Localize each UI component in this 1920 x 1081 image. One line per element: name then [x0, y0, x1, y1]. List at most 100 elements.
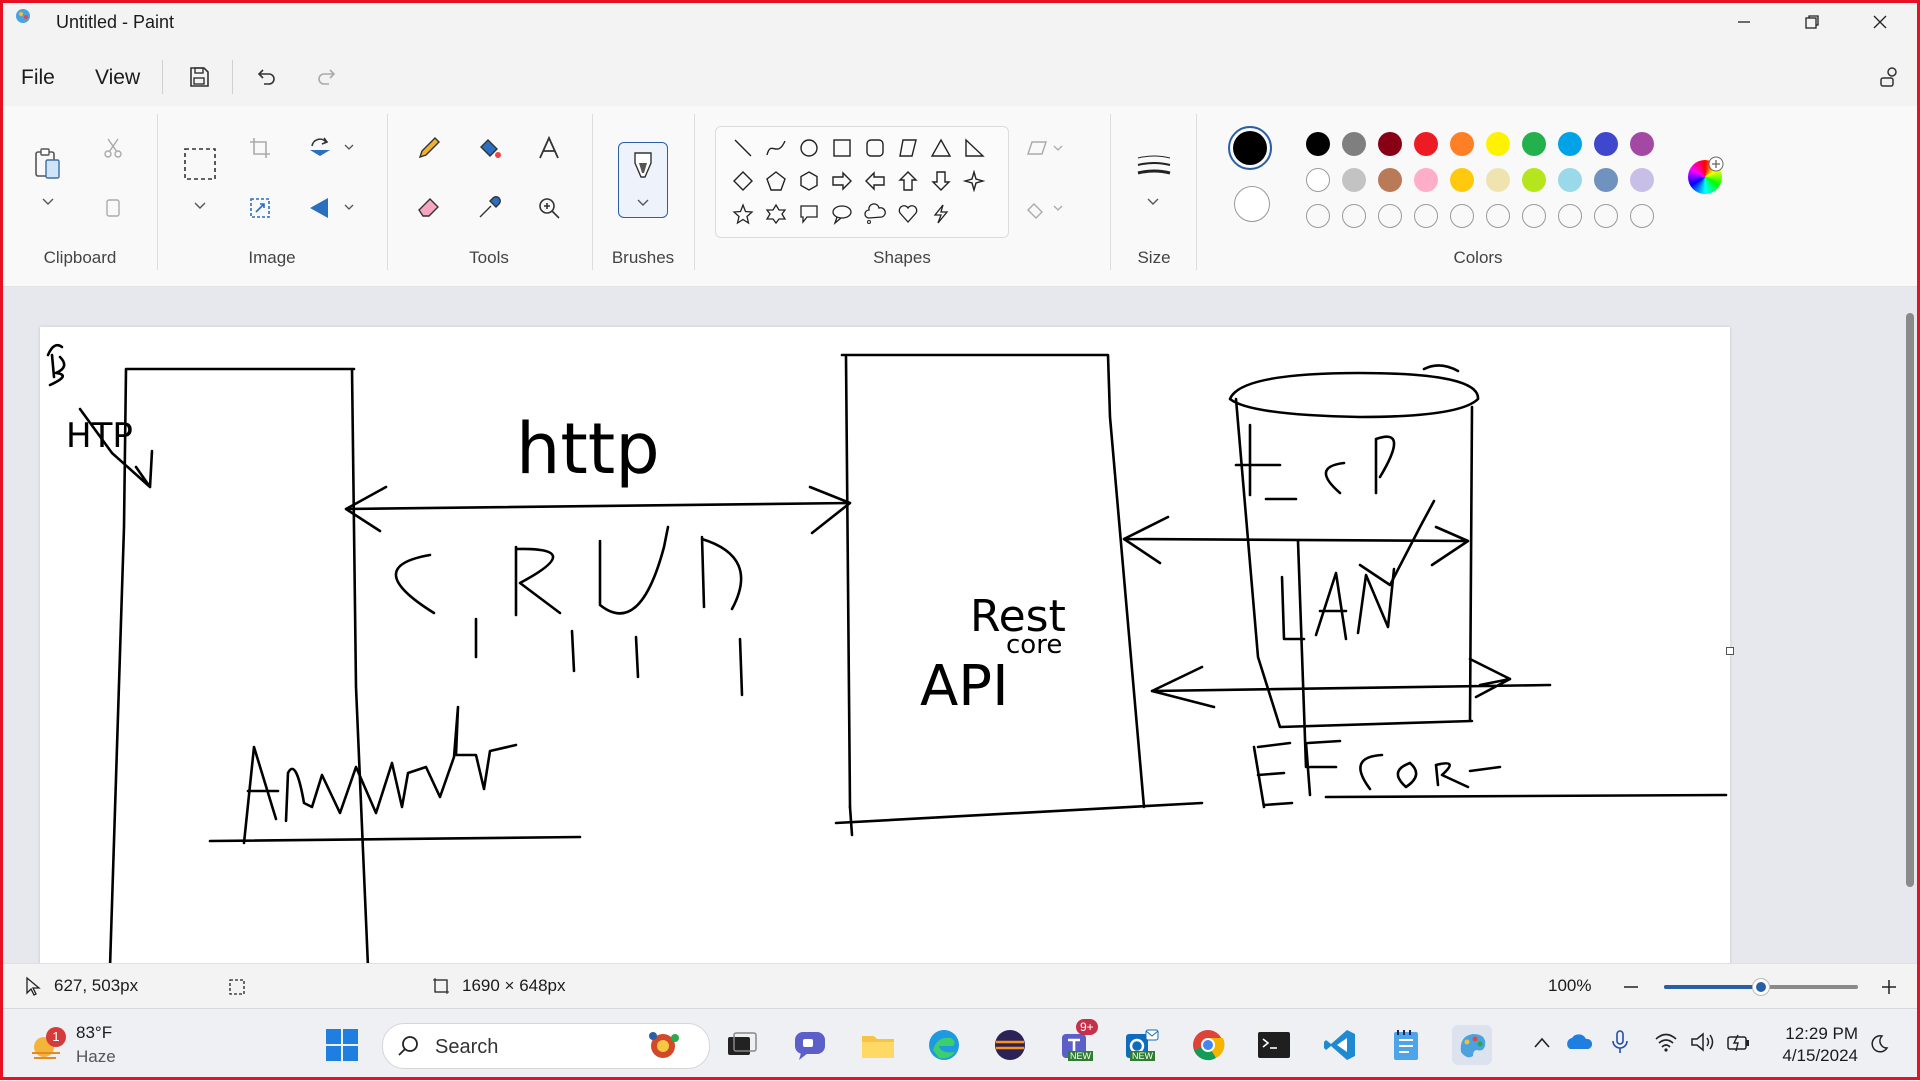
select-button[interactable] — [180, 144, 220, 184]
teams-button[interactable]: 9+ NEW — [1056, 1019, 1098, 1065]
palette-swatch[interactable] — [1378, 132, 1402, 156]
vertical-scrollbar[interactable] — [1906, 313, 1914, 887]
cut-button[interactable] — [93, 128, 133, 168]
do-not-disturb-icon[interactable] — [1868, 1033, 1890, 1055]
notepad-button[interactable] — [1386, 1025, 1426, 1065]
magnifier-tool[interactable] — [529, 188, 569, 228]
edit-colors-button[interactable] — [1688, 156, 1724, 196]
custom-color-slot[interactable] — [1450, 204, 1474, 228]
palette-swatch[interactable] — [1342, 132, 1366, 156]
left-arrow-shape[interactable] — [862, 168, 888, 194]
custom-color-slot[interactable] — [1378, 204, 1402, 228]
zoom-out-icon[interactable] — [1622, 978, 1640, 996]
custom-color-slot[interactable] — [1342, 204, 1366, 228]
text-tool[interactable] — [529, 128, 569, 168]
triangle-shape[interactable] — [928, 135, 954, 161]
color-picker-tool[interactable] — [469, 188, 509, 228]
paint-taskbar-button[interactable] — [1452, 1025, 1492, 1065]
palette-swatch[interactable] — [1594, 132, 1618, 156]
secondary-color-button[interactable] — [1234, 186, 1270, 222]
custom-color-slot[interactable] — [1558, 204, 1582, 228]
custom-color-slot[interactable] — [1630, 204, 1654, 228]
palette-swatch[interactable] — [1414, 168, 1438, 192]
palette-swatch[interactable] — [1558, 168, 1582, 192]
diamond-shape[interactable] — [730, 168, 756, 194]
chat-button[interactable] — [790, 1025, 830, 1065]
drawing-canvas[interactable]: HTP http Rest core API — [40, 327, 1734, 963]
redo-button[interactable] — [309, 60, 343, 94]
lightning-shape[interactable] — [928, 201, 954, 227]
line-shape[interactable] — [730, 135, 756, 161]
heart-shape[interactable] — [895, 201, 921, 227]
chevron-down-icon[interactable] — [344, 204, 354, 211]
rotate-button[interactable] — [300, 128, 340, 168]
wifi-icon[interactable] — [1654, 1031, 1678, 1053]
start-button[interactable] — [322, 1025, 362, 1065]
chevron-down-icon[interactable] — [194, 202, 206, 210]
taskbar-search[interactable]: Search — [382, 1023, 710, 1069]
menu-file[interactable]: File — [21, 66, 55, 89]
chrome-button[interactable] — [1188, 1025, 1228, 1065]
rectangle-shape[interactable] — [829, 135, 855, 161]
palette-swatch[interactable] — [1558, 132, 1582, 156]
undo-button[interactable] — [250, 60, 284, 94]
four-point-star-shape[interactable] — [961, 168, 987, 194]
terminal-button[interactable] — [1254, 1025, 1294, 1065]
battery-icon[interactable] — [1726, 1031, 1752, 1053]
rounded-rectangle-shape[interactable] — [862, 135, 888, 161]
file-explorer-button[interactable] — [858, 1025, 898, 1065]
flip-button[interactable] — [300, 188, 340, 228]
rectangular-callout-shape[interactable] — [796, 201, 822, 227]
custom-color-slot[interactable] — [1594, 204, 1618, 228]
palette-swatch[interactable] — [1594, 168, 1618, 192]
custom-color-slot[interactable] — [1414, 204, 1438, 228]
volume-icon[interactable] — [1690, 1031, 1716, 1053]
hexagon-shape[interactable] — [796, 168, 822, 194]
restore-button[interactable] — [1780, 0, 1844, 44]
eclipse-button[interactable] — [990, 1025, 1030, 1065]
brushes-button[interactable] — [618, 142, 668, 218]
cloud-callout-shape[interactable] — [862, 201, 888, 227]
fill-tool[interactable] — [469, 128, 509, 168]
vscode-button[interactable] — [1320, 1025, 1360, 1065]
palette-swatch[interactable] — [1486, 132, 1510, 156]
fill-button[interactable] — [1024, 188, 1064, 228]
chevron-up-icon[interactable] — [1532, 1033, 1552, 1053]
size-button[interactable] — [1134, 146, 1174, 186]
oval-callout-shape[interactable] — [829, 201, 855, 227]
up-arrow-shape[interactable] — [895, 168, 921, 194]
pencil-tool[interactable] — [409, 128, 449, 168]
palette-swatch[interactable] — [1630, 132, 1654, 156]
zoom-in-icon[interactable] — [1880, 978, 1898, 996]
chevron-down-icon[interactable] — [42, 198, 54, 206]
clock[interactable]: 12:29 PM 4/15/2024 — [1782, 1023, 1858, 1067]
right-arrow-shape[interactable] — [829, 168, 855, 194]
crop-button[interactable] — [240, 128, 280, 168]
palette-swatch[interactable] — [1522, 168, 1546, 192]
resize-handle[interactable] — [1726, 647, 1734, 655]
down-arrow-shape[interactable] — [928, 168, 954, 194]
settings-button[interactable] — [1872, 60, 1906, 94]
polygon-shape[interactable] — [895, 135, 921, 161]
copy-button[interactable] — [93, 188, 133, 228]
palette-swatch[interactable] — [1450, 168, 1474, 192]
eraser-tool[interactable] — [409, 188, 449, 228]
primary-color-button[interactable] — [1228, 126, 1272, 170]
task-view-button[interactable] — [722, 1025, 762, 1065]
palette-swatch[interactable] — [1306, 132, 1330, 156]
minimize-button[interactable] — [1712, 0, 1776, 44]
menu-view[interactable]: View — [95, 66, 141, 89]
close-button[interactable] — [1848, 0, 1912, 44]
palette-swatch[interactable] — [1630, 168, 1654, 192]
palette-swatch[interactable] — [1378, 168, 1402, 192]
chevron-down-icon[interactable] — [344, 144, 354, 151]
save-button[interactable] — [182, 60, 216, 94]
oval-shape[interactable] — [796, 135, 822, 161]
onedrive-icon[interactable] — [1564, 1031, 1592, 1053]
palette-swatch[interactable] — [1414, 132, 1438, 156]
outline-button[interactable] — [1024, 128, 1064, 168]
palette-swatch[interactable] — [1450, 132, 1474, 156]
resize-button[interactable] — [240, 188, 280, 228]
five-point-star-shape[interactable] — [730, 201, 756, 227]
palette-swatch[interactable] — [1306, 168, 1330, 192]
